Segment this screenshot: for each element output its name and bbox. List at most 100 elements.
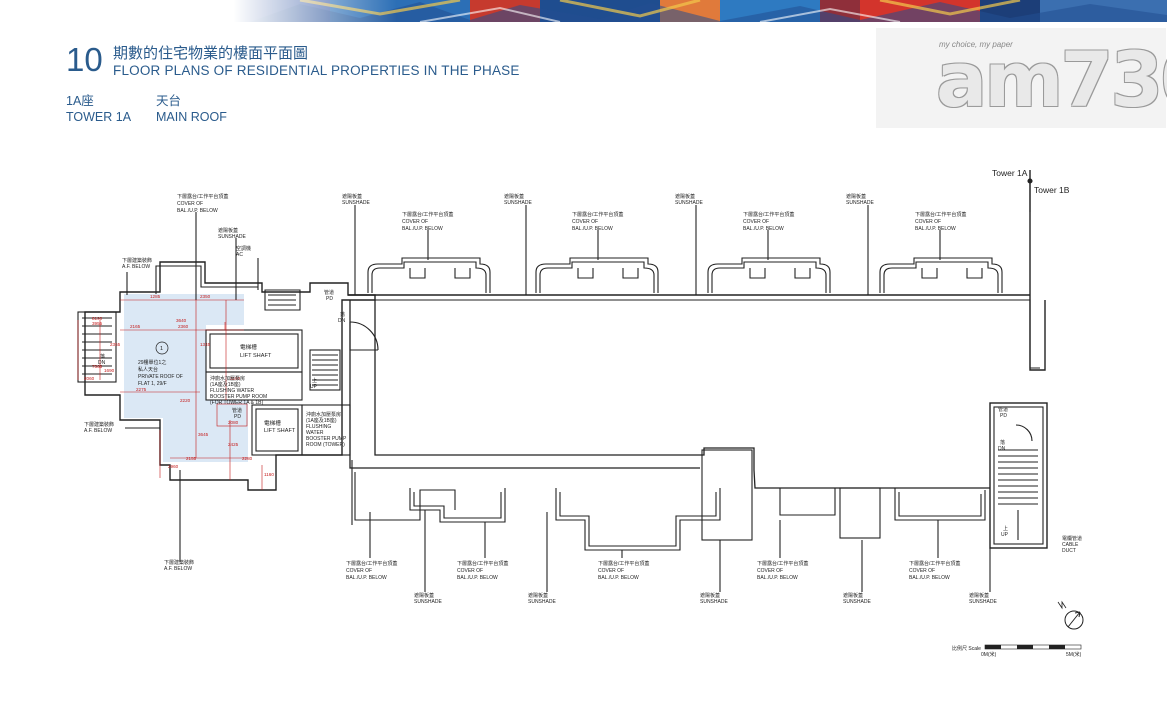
- sunshade-label-en: SUNSHADE: [342, 200, 370, 206]
- flat-number-circle: [155, 341, 169, 355]
- dimension-label: 7565: [92, 364, 103, 369]
- sunshade-label-zh: 遮陽板蓋: [843, 592, 863, 599]
- up-label-zh: 上: [312, 377, 317, 384]
- dimension-label: 3955: [92, 321, 103, 326]
- cover-label-zh: 下層露台/工作平台頂蓋: [757, 560, 808, 567]
- banner-fade: [0, 0, 1167, 22]
- cover-label-en2: BAL./U.P. BELOW: [177, 208, 218, 214]
- dimension-label: 2355: [110, 342, 121, 347]
- pd-label-en: PD: [234, 414, 241, 420]
- cover-label-zh: 下層露台/工作平台頂蓋: [572, 211, 623, 218]
- lift-shaft-label-zh: 電梯槽: [240, 343, 257, 351]
- cover-label-en: COVER OF: [598, 568, 624, 574]
- sunshade-label-en: SUNSHADE: [504, 200, 532, 206]
- sunshade-label-zh: 遮陽板蓋: [846, 193, 866, 200]
- dimension-label: 2150: [230, 376, 241, 381]
- dimension-label: 2165: [130, 324, 141, 329]
- cover-label-en2: BAL./U.P. BELOW: [598, 575, 639, 581]
- cover-label-zh: 下層露台/工作平台頂蓋: [177, 193, 228, 200]
- pump-room-2-label: 沖廁水加壓泵房: [306, 411, 341, 418]
- sunshade-label-en: SUNSHADE: [969, 599, 997, 605]
- section-number: 10: [66, 41, 103, 78]
- dn-label-en: DN: [98, 360, 106, 366]
- dimension-label: 2960: [168, 464, 179, 469]
- dimension-label: 8190: [92, 316, 103, 321]
- dn-label-zh: 落: [100, 353, 105, 360]
- newspaper-watermark: am730 my choice, my paper: [876, 28, 1167, 128]
- sunshade-label-zh: 遮陽板蓋: [528, 592, 548, 599]
- dn-label-zh: 落: [340, 311, 345, 318]
- sunshade-label-en: SUNSHADE: [675, 200, 703, 206]
- sunshade-label-zh: 遮陽板蓋: [700, 592, 720, 599]
- cover-label-en: COVER OF: [402, 219, 428, 225]
- pd-label-zh: 管道: [324, 289, 334, 296]
- cover-label-en2: BAL./U.P. BELOW: [915, 226, 956, 232]
- pump-room-2-label: ROOM (TOWER): [306, 442, 345, 448]
- private-roof-label-en2: FLAT 1, 29/F: [138, 381, 167, 387]
- cover-label-en2: BAL./U.P. BELOW: [346, 575, 387, 581]
- section-title-chinese: 期數的住宅物業的樓面平面圖: [113, 45, 309, 62]
- af-below-label-en: A.F. BELOW: [122, 264, 150, 270]
- tower-1a-marker: Tower 1A: [992, 168, 1028, 178]
- north-arrow-icon: [1057, 600, 1084, 630]
- scale-bar: 比例尺 Scale 0M(米) 5M(米): [952, 644, 1082, 658]
- up-label-en: UP: [310, 384, 318, 390]
- cover-label-zh: 下層露台/工作平台頂蓋: [402, 211, 453, 218]
- sunshade-label-zh: 遮陽板蓋: [504, 193, 524, 200]
- section-title-english: FLOOR PLANS OF RESIDENTIAL PROPERTIES IN…: [113, 63, 520, 78]
- sunshade-label-en: SUNSHADE: [846, 200, 874, 206]
- tower-1b-marker: Tower 1B: [1034, 185, 1070, 195]
- lift-shaft-2-label-zh: 電梯槽: [264, 419, 281, 427]
- cover-label-zh: 下層露台/工作平台頂蓋: [743, 211, 794, 218]
- pump-room-label: BOOSTER PUMP ROOM: [210, 394, 267, 400]
- dn-label-zh: 落: [1000, 439, 1005, 446]
- dimension-label: 2155: [186, 456, 197, 461]
- cover-label-en2: BAL./U.P. BELOW: [909, 575, 950, 581]
- cover-label-zh: 下層露台/工作平台頂蓋: [598, 560, 649, 567]
- sunshade-label-zh: 遮陽板蓋: [342, 193, 362, 200]
- cable-duct-label-en2: DUCT: [1062, 548, 1076, 554]
- ac-label-en: AC: [236, 252, 243, 258]
- pump-room-2-label: FLUSHING: [306, 424, 331, 430]
- cover-label-en: COVER OF: [572, 219, 598, 225]
- dimension-label: 3645: [198, 432, 209, 437]
- dimension-label: 2220: [180, 398, 191, 403]
- pump-room-2-label: BOOSTER PUMP: [306, 436, 347, 442]
- tower-label-chinese: 1A座: [66, 94, 94, 108]
- cover-label-zh: 下層露台/工作平台頂蓋: [909, 560, 960, 567]
- sunshade-label-en: SUNSHADE: [528, 599, 556, 605]
- pump-room-2-label: WATER: [306, 430, 324, 436]
- cover-label-en: COVER OF: [757, 568, 783, 574]
- dimension-label: 1160: [264, 472, 274, 477]
- scale-zero: 0M(米): [981, 651, 997, 658]
- private-roof-label-en: PRIVATE ROOF OF: [138, 374, 183, 380]
- sunshade-label-zh: 遮陽板蓋: [969, 592, 989, 599]
- af-below-label-en: A.F. BELOW: [84, 428, 112, 434]
- private-roof-label-zh2: 私人天台: [138, 366, 158, 373]
- af-below-label-zh: 下層建築裝飾: [84, 421, 114, 428]
- cover-label-en: COVER OF: [177, 201, 203, 207]
- dimension-label: 1285: [150, 294, 161, 299]
- pd-label-zh: 管道: [232, 407, 242, 414]
- floor-label-chinese: 天台: [156, 94, 182, 108]
- pd-label-en: PD: [326, 296, 333, 302]
- dimension-label: 3640: [176, 318, 187, 323]
- sunshade-label-en: SUNSHADE: [414, 599, 442, 605]
- cover-label-en2: BAL./U.P. BELOW: [402, 226, 443, 232]
- dimension-label: 2080: [228, 420, 239, 425]
- dimension-labels: 2165 2360 2350 3640 2275 2220 2080 3645 …: [84, 294, 274, 477]
- af-below-label-zh: 下層建築裝飾: [122, 257, 152, 264]
- scale-five: 5M(米): [1066, 651, 1082, 658]
- af-below-label-zh: 下層建築裝飾: [164, 559, 194, 566]
- pump-room-label: (FOR TOWER 1A & 1B): [210, 400, 263, 406]
- dimension-label: 2360: [178, 324, 189, 329]
- tower-label-english: TOWER 1A: [66, 110, 132, 124]
- cover-label-en2: BAL./U.P. BELOW: [457, 575, 498, 581]
- lift-shaft-label-en: LIFT SHAFT: [240, 353, 272, 359]
- dn-label-en: DN: [998, 446, 1006, 452]
- cover-label-en: COVER OF: [346, 568, 372, 574]
- private-roof-label-zh: 29樓單位1之: [138, 359, 166, 366]
- lift-shaft-2-label-en: LIFT SHAFT: [264, 428, 296, 434]
- cover-label-zh: 下層露台/工作平台頂蓋: [915, 211, 966, 218]
